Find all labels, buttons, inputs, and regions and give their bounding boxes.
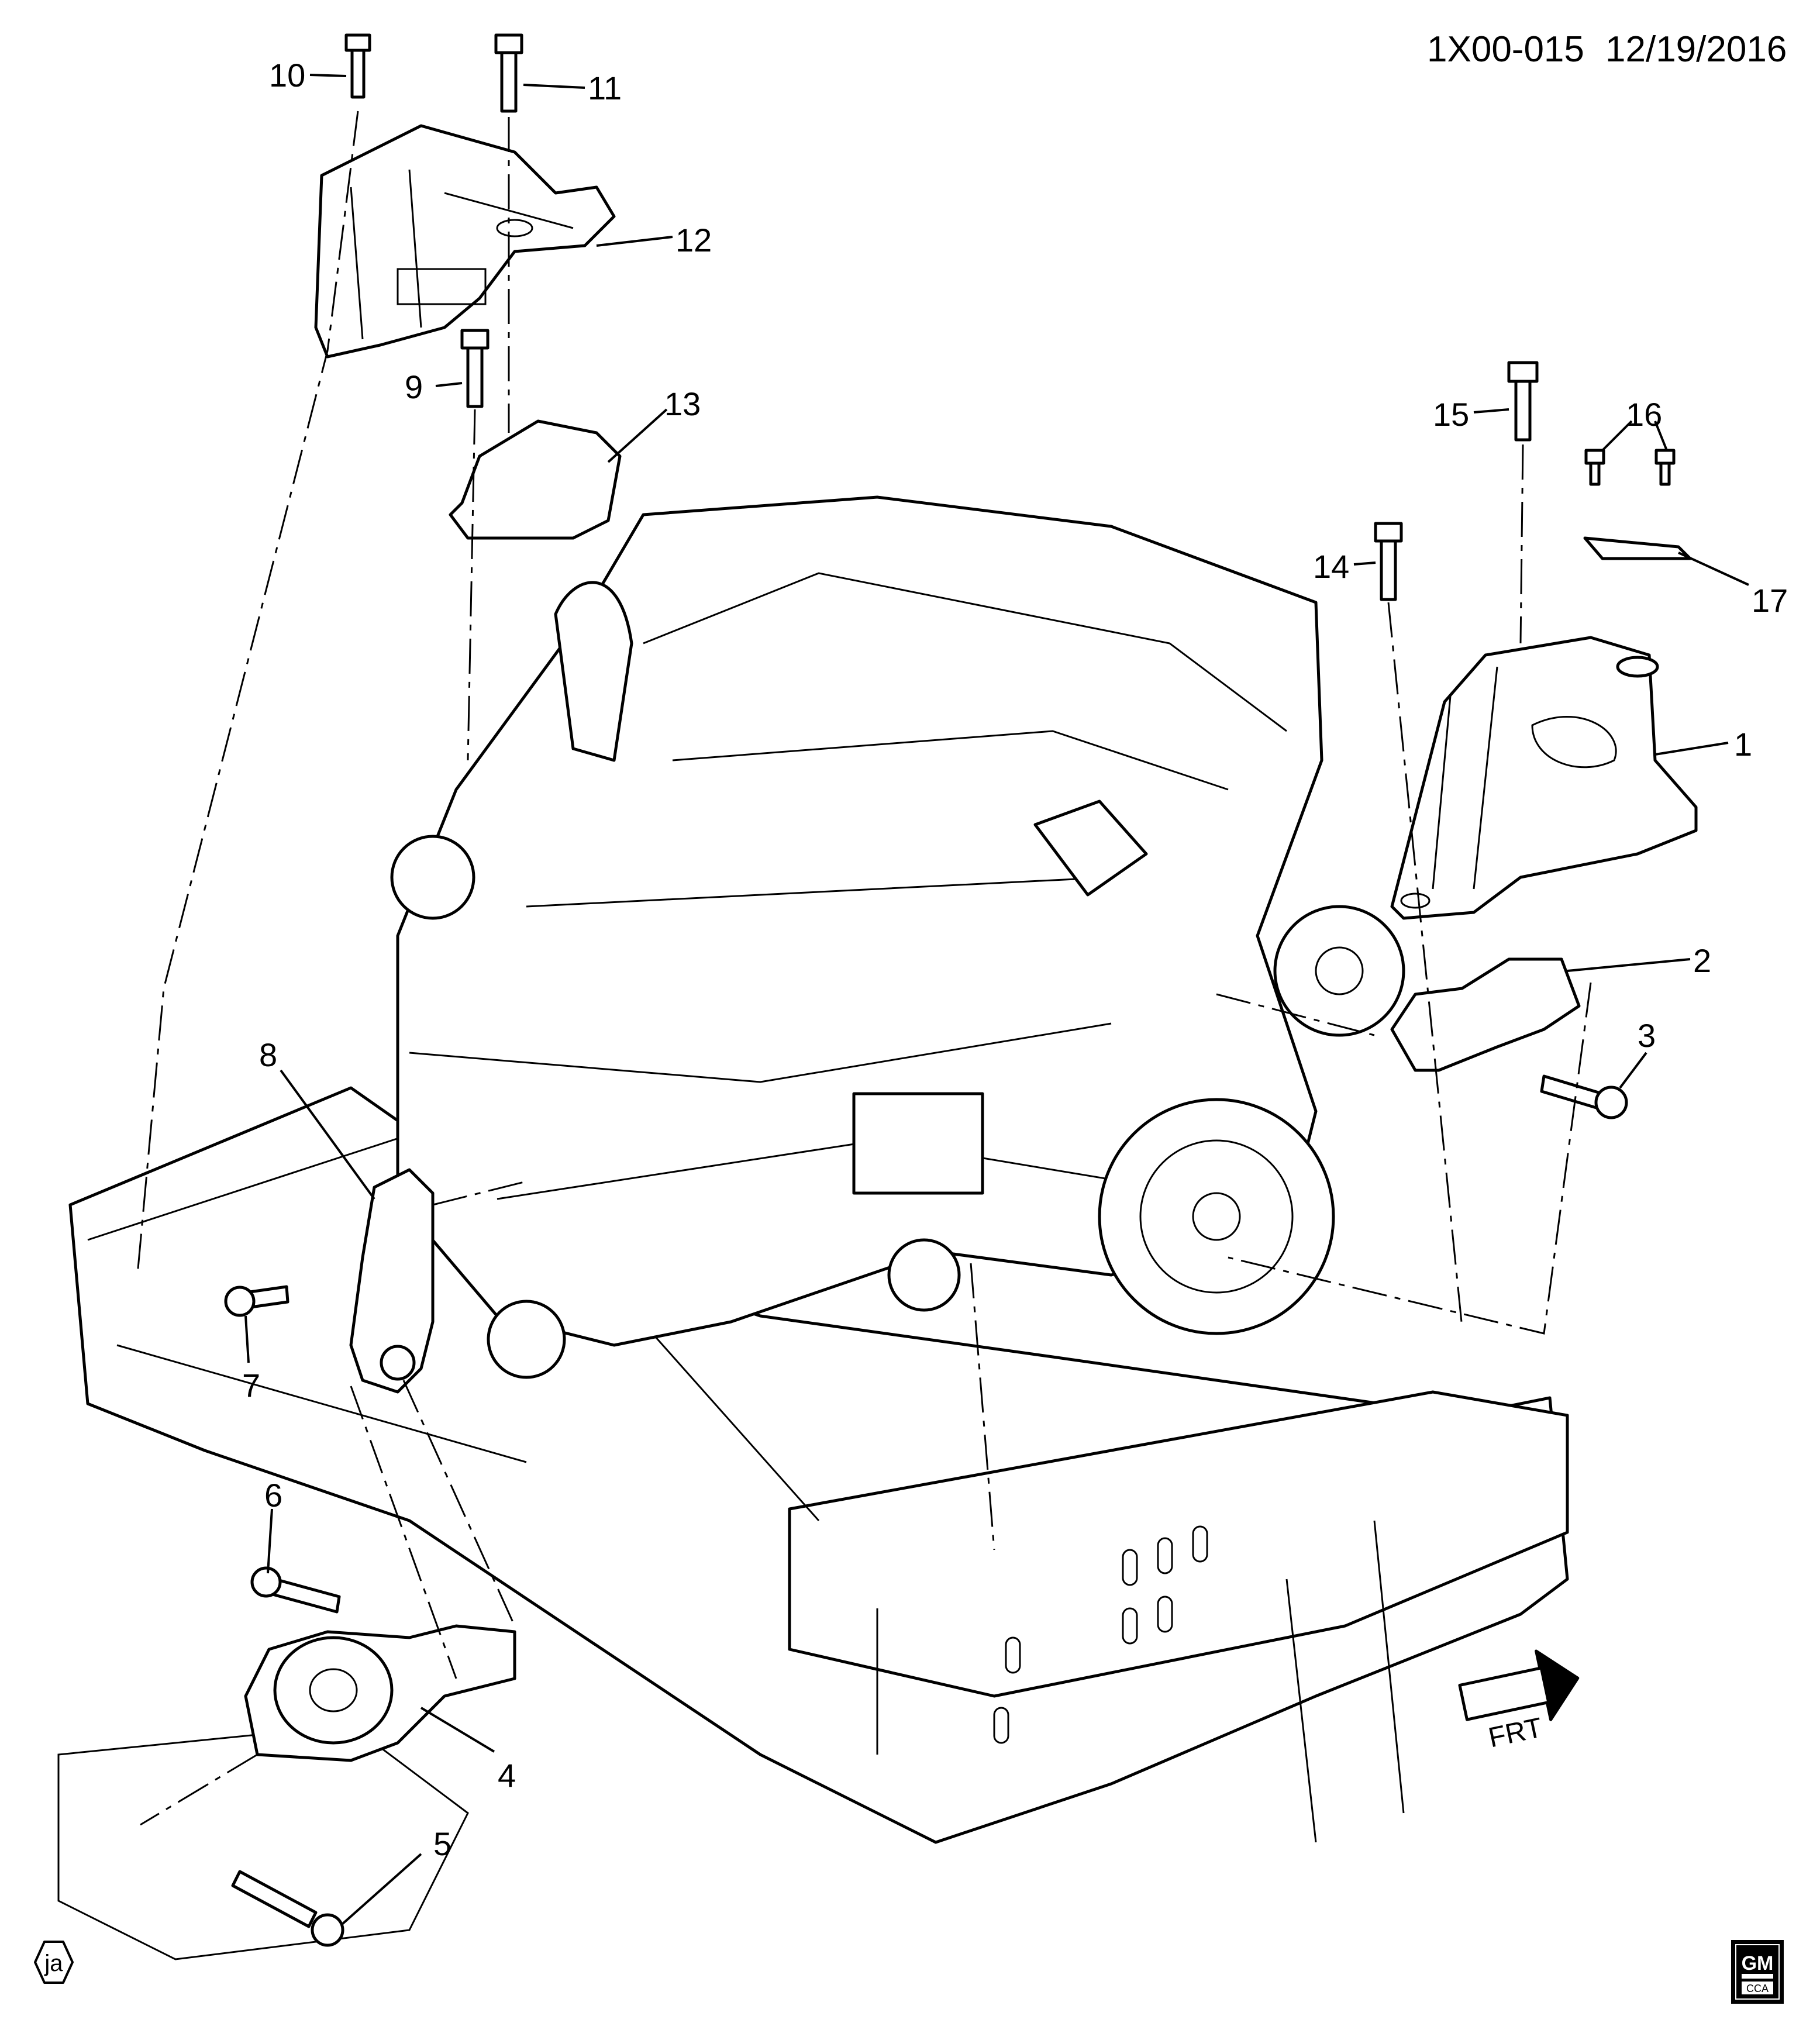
right-axle-output: [887, 1238, 961, 1312]
frame-slots: [993, 1525, 1208, 1744]
engine-assembly: [390, 495, 1405, 1379]
bolt-14: [1374, 522, 1403, 601]
part-1-mount: [1390, 636, 1698, 920]
part-2-bracket: [1390, 957, 1581, 1072]
callout-8: 8: [259, 1036, 277, 1073]
bolt-11: [494, 33, 523, 113]
callout-labels: 10 11 12 9 13 15 16 14 17 1 2 3 8 7 6 4 …: [242, 57, 1788, 1862]
callout-12: 12: [675, 222, 712, 259]
diagram-date: 12/19/2016: [1605, 29, 1787, 70]
gm-cca-logo: GM CCA: [1731, 1940, 1784, 2004]
svg-text:ja: ja: [44, 1951, 63, 1976]
callout-10: 10: [269, 57, 305, 94]
bolt-6: [250, 1566, 341, 1614]
part-17-shield: [1583, 536, 1692, 560]
callout-9: 9: [405, 368, 423, 405]
callout-1: 1: [1734, 726, 1752, 763]
callout-7: 7: [242, 1367, 260, 1404]
bolt-15: [1507, 361, 1539, 442]
part-4-torque-rod: [244, 1624, 516, 1762]
leader-lines: [244, 74, 1749, 1925]
callout-14: 14: [1313, 548, 1349, 585]
accessory-pulley: [1273, 905, 1405, 1037]
part-8-bracket: [349, 1168, 435, 1394]
bolt-10: [344, 33, 371, 99]
bolt-3: [1540, 1074, 1628, 1119]
svg-text:GM: GM: [1742, 1952, 1774, 1974]
callout-6: 6: [264, 1477, 282, 1514]
callout-16: 16: [1626, 396, 1662, 433]
bolt-9: [460, 329, 490, 408]
callout-11: 11: [588, 70, 622, 106]
illustrator-mark: ja: [34, 1941, 74, 1984]
callout-5: 5: [433, 1825, 451, 1862]
bolt-16a: [1584, 449, 1605, 486]
bolts: [224, 33, 1676, 1947]
bolt-5: [231, 1870, 344, 1947]
bolt-16b: [1654, 449, 1676, 486]
bolt-7: [224, 1285, 289, 1317]
left-axle-output: [487, 1300, 566, 1379]
callout-13: 13: [664, 385, 701, 422]
callout-4: 4: [498, 1757, 516, 1794]
callout-3: 3: [1638, 1017, 1656, 1054]
part-13-bracket: [449, 419, 622, 540]
callout-15: 15: [1433, 396, 1469, 433]
diagram-code: 1X00-015: [1427, 29, 1584, 70]
oil-cooler: [852, 1092, 984, 1195]
callout-17: 17: [1752, 582, 1788, 619]
callout-2: 2: [1693, 942, 1711, 979]
front-label: FRT: [1485, 1712, 1545, 1753]
svg-text:CCA: CCA: [1746, 1983, 1769, 1994]
part-12-mount-bracket: [314, 124, 616, 359]
crank-pulley: [1098, 1098, 1335, 1335]
transmission-component: [390, 835, 475, 920]
front-direction-indicator: FRT: [1458, 1649, 1580, 1753]
alignment-lines: [136, 111, 1592, 1826]
